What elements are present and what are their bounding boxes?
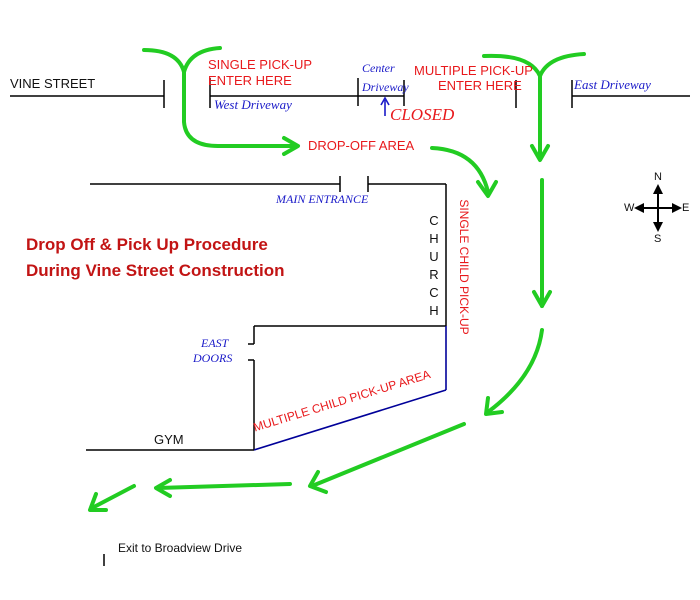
main-entrance-label: MAIN ENTRANCE: [276, 192, 369, 206]
center-driveway-label-line1: Center: [362, 61, 395, 75]
east-doors-label-line1: EAST: [201, 336, 229, 350]
pickup-curb-line: [253, 326, 447, 451]
pickup-lane-flow: [486, 328, 544, 414]
title-line2: During Vine Street Construction: [26, 261, 285, 280]
multiple-pickup-label-line2: ENTER HERE: [438, 78, 522, 93]
center-driveway-label-line2: Driveway: [362, 80, 409, 94]
east-driveway-label: East Driveway: [574, 77, 651, 92]
gym-label: GYM: [154, 432, 184, 447]
compass-rose: [634, 184, 682, 232]
drop-off-flow: [430, 146, 490, 194]
closed-label: CLOSED: [390, 105, 455, 124]
multiple-pickup-flow: [310, 422, 466, 488]
west-driveway-flow: [182, 70, 298, 148]
compass-e: E: [682, 202, 690, 214]
closed-pointer-arrow: [380, 96, 390, 116]
church-label: CHURCH: [429, 213, 439, 318]
title-line1: Drop Off & Pick Up Procedure: [26, 235, 268, 254]
exit-label: Exit to Broadview Drive: [118, 541, 243, 555]
vine-street-road: [10, 78, 690, 108]
east-doors-label-line2: DOORS: [193, 351, 233, 365]
exit-arrow: [90, 484, 136, 510]
compass-s: S: [654, 233, 662, 245]
building-outline: [86, 176, 447, 566]
single-pickup-label-line1: SINGLE PICK-UP: [208, 57, 313, 72]
compass-w: W: [624, 202, 635, 214]
compass-n: N: [654, 171, 662, 183]
multiple-pickup-label-line1: MULTIPLE PICK-UP: [414, 63, 533, 78]
single-child-pickup-label: SINGLE CHILD PICK-UP: [457, 199, 471, 335]
single-pickup-label-line2: ENTER HERE: [208, 73, 292, 88]
drop-off-area-label: DROP-OFF AREA: [308, 138, 415, 153]
traffic-flow-arrows: [88, 46, 586, 512]
west-driveway-label: West Driveway: [214, 97, 292, 112]
exit-flow: [156, 482, 292, 490]
vine-street-label: VINE STREET: [10, 76, 96, 91]
